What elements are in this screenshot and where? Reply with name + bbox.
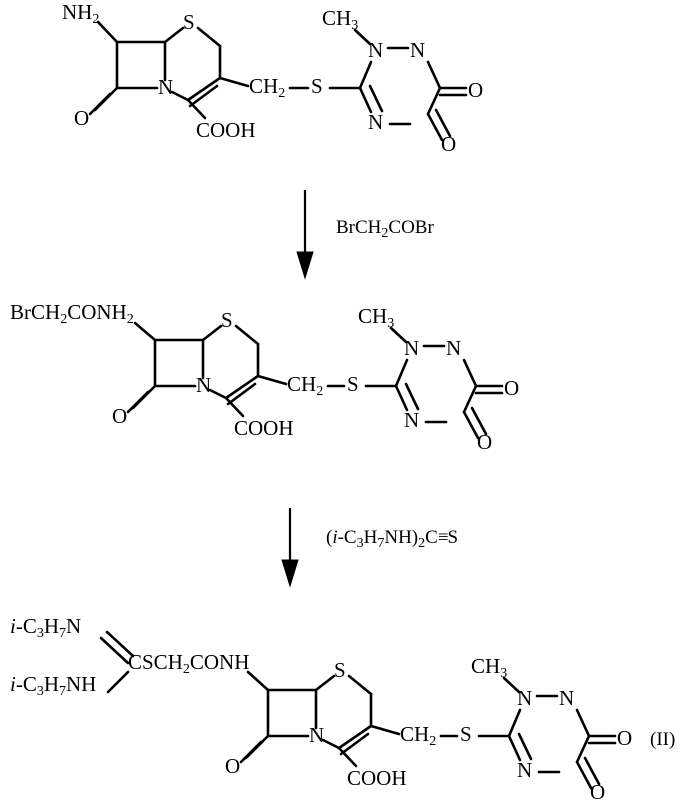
structure2-carboxyl: COOH bbox=[234, 416, 294, 440]
structure3-isopropyl-top: i-C3H7N bbox=[10, 614, 82, 641]
structure3-methyl: CH3 bbox=[471, 654, 508, 681]
structure2-methyl: CH3 bbox=[358, 304, 395, 331]
structure3-oxo-bottom: O bbox=[590, 780, 606, 804]
structure2-triazine-n4: N bbox=[404, 408, 420, 432]
structure1-oxo-bottom: O bbox=[441, 132, 457, 156]
structure1-ring-nitrogen: N bbox=[158, 75, 174, 99]
structure1-methyl: CH3 bbox=[322, 6, 359, 33]
structure1-ring-sulfur: S bbox=[183, 10, 195, 34]
structure1-triazine-n1: N bbox=[368, 38, 384, 62]
reagent-1-label: BrCH2COBr bbox=[336, 217, 434, 241]
structure2-ring-sulfur: S bbox=[221, 308, 233, 332]
structure3-triazine-n4: N bbox=[517, 758, 533, 782]
structure1-triazine-n2: N bbox=[410, 38, 426, 62]
structure2-methylene: CH2 bbox=[287, 372, 324, 399]
structure3-thioether-sulfur: S bbox=[460, 722, 472, 746]
structure3-ring-sulfur: S bbox=[334, 658, 346, 682]
structure3-carboxyl: COOH bbox=[347, 766, 407, 790]
structure1-triazine-n4: N bbox=[368, 110, 384, 134]
structure1-lactam-oxygen: O bbox=[74, 106, 90, 130]
structure3-triazine-n2: N bbox=[559, 686, 575, 710]
structure2-side-chain-label: BrCH2CONH2 bbox=[10, 300, 134, 327]
structure3-oxo-right: O bbox=[617, 726, 633, 750]
structure3-triazine-n1: N bbox=[517, 686, 533, 710]
structure1-oxo-right: O bbox=[468, 78, 484, 102]
structure1-thioether-sulfur: S bbox=[311, 74, 323, 98]
structure1-amine-label: NH2 bbox=[62, 0, 100, 27]
structure2-oxo-bottom: O bbox=[477, 430, 493, 454]
structure2-ring-nitrogen: N bbox=[196, 373, 212, 397]
structure3-chain-label: CSCH2CONH bbox=[128, 650, 250, 677]
structure3-isopropyl-bottom: i-C3H7NH bbox=[10, 672, 97, 699]
structure1-carboxyl: COOH bbox=[196, 118, 256, 142]
structure3-methylene: CH2 bbox=[400, 722, 437, 749]
structure2-lactam-oxygen: O bbox=[112, 404, 128, 428]
compound-number-label: (II) bbox=[650, 729, 676, 750]
structure1-methylene: CH2 bbox=[249, 74, 286, 101]
structure3-ring-nitrogen: N bbox=[309, 723, 325, 747]
structure2-triazine-n1: N bbox=[404, 336, 420, 360]
structure3-lactam-oxygen: O bbox=[225, 754, 241, 778]
structure2-thioether-sulfur: S bbox=[347, 372, 359, 396]
structure2-oxo-right: O bbox=[504, 376, 520, 400]
structure2-triazine-n2: N bbox=[446, 336, 462, 360]
reagent-2-label: (i-C3H7NH)2C≡S bbox=[326, 527, 459, 551]
